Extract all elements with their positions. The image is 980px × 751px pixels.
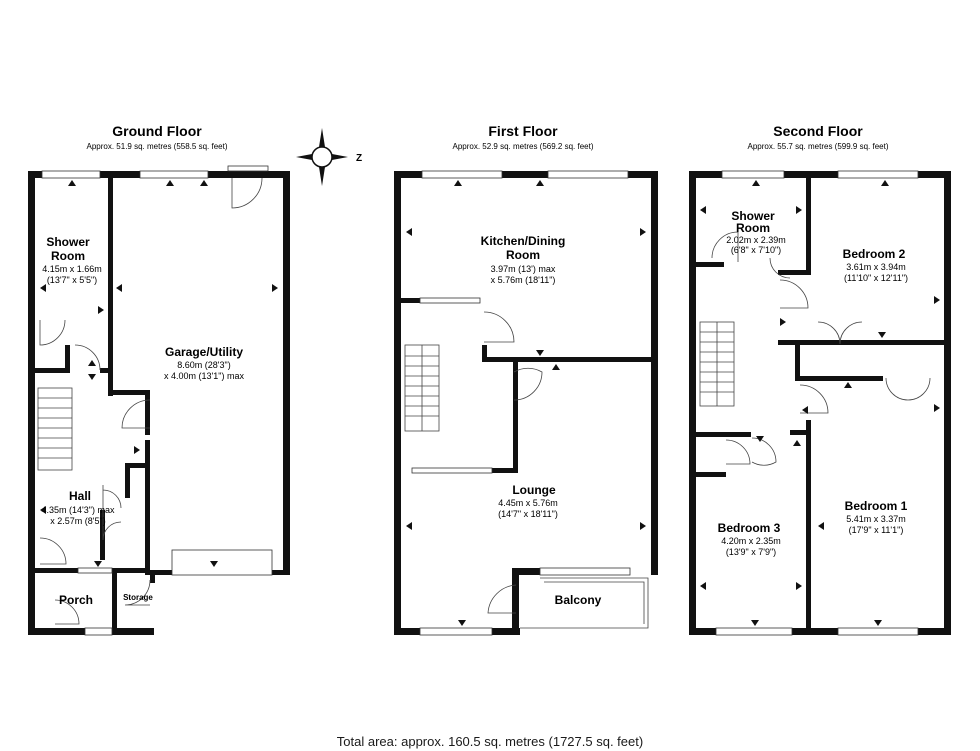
- bedroom-2-name: Bedroom 2: [843, 247, 906, 261]
- first-floor-markers: [406, 180, 646, 626]
- second-shower-room-dims: 2.02m x 2.39m(6'8" x 7'10"): [726, 235, 786, 255]
- second-floor-stairs: [699, 321, 735, 407]
- ground-shower-room-dims: 4.15m x 1.66m(13'7" x 5'5"): [42, 264, 102, 285]
- ground-floor: Ground Floor Approx. 51.9 sq. metres (55…: [28, 123, 290, 636]
- second-floor: Second Floor Approx. 55.7 sq. metres (59…: [689, 123, 951, 636]
- first-floor-title: First Floor: [488, 123, 558, 139]
- balcony-name: Balcony: [555, 593, 602, 607]
- bedroom-3-dims: 4.20m x 2.35m(13'9" x 7'9"): [721, 536, 781, 557]
- garage-utility-dims: 8.60m (28'3")x 4.00m (13'1") max: [164, 360, 244, 381]
- first-floor-doors: [483, 311, 543, 614]
- second-floor-walls: [689, 171, 951, 635]
- garage-utility-name: Garage/Utility: [165, 345, 243, 359]
- first-floor: First Floor Approx. 52.9 sq. metres (569…: [394, 123, 658, 636]
- floor-plan: Ground Floor Approx. 51.9 sq. metres (55…: [28, 123, 951, 636]
- bedroom-1-name: Bedroom 1: [845, 499, 908, 513]
- lounge-dims: 4.45m x 5.76m(14'7" x 18'11"): [498, 498, 558, 519]
- storage-name: Storage: [123, 593, 153, 602]
- total-area: Total area: approx. 160.5 sq. metres (17…: [336, 734, 644, 749]
- hall-name: Hall: [69, 489, 91, 503]
- ground-floor-markers: [40, 180, 278, 567]
- second-floor-area: Approx. 55.7 sq. metres (599.9 sq. feet): [748, 142, 889, 151]
- compass-icon: Z: [296, 128, 362, 186]
- ground-floor-title: Ground Floor: [112, 123, 202, 139]
- ground-floor-doors: [39, 177, 263, 625]
- ground-floor-windows: [41, 165, 273, 636]
- second-floor-doors: [711, 228, 931, 466]
- second-floor-title: Second Floor: [773, 123, 863, 139]
- second-floor-markers: [700, 180, 940, 626]
- first-floor-stairs: [404, 344, 440, 432]
- compass-label: Z: [356, 153, 362, 164]
- ground-floor-stairs: [37, 387, 73, 471]
- second-floor-windows: [715, 170, 919, 636]
- porch-name: Porch: [59, 593, 93, 607]
- bedroom-3-name: Bedroom 3: [718, 521, 781, 535]
- lounge-name: Lounge: [512, 483, 556, 497]
- bedroom-2-dims: 3.61m x 3.94m(11'10" x 12'11"): [844, 262, 908, 283]
- ground-floor-area: Approx. 51.9 sq. metres (558.5 sq. feet): [87, 142, 228, 151]
- first-floor-area: Approx. 52.9 sq. metres (569.2 sq. feet): [453, 142, 594, 151]
- bedroom-1-dims: 5.41m x 3.37m(17'9" x 11'1"): [846, 514, 906, 535]
- first-floor-windows: [411, 170, 649, 636]
